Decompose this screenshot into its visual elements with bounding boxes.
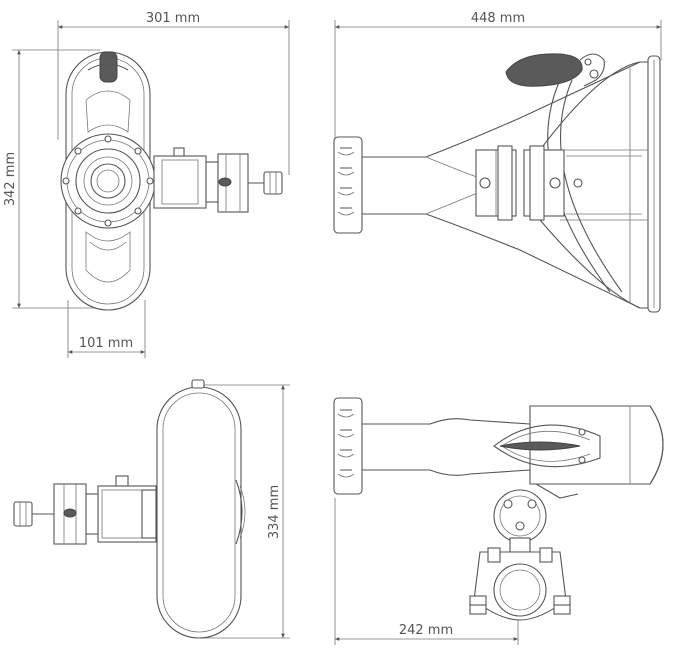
dimension-label-side-length: 448 mm: [471, 11, 525, 26]
dimension-label-top-width: 301 mm: [146, 11, 200, 26]
plan-view: 334 mm: [13, 379, 290, 639]
dimension-base-width: 101 mm: [67, 300, 146, 358]
dimension-label-height: 342 mm: [3, 152, 18, 206]
top-view: 242 mm: [333, 397, 664, 645]
dimension-label-bottom-height: 334 mm: [267, 485, 282, 539]
dimension-bottom-width: 242 mm: [334, 498, 519, 645]
front-view: 301 mm 342 mm 101 mm: [3, 11, 290, 358]
dimension-side-length: 448 mm: [334, 11, 662, 140]
dimension-label-bottom-width: 242 mm: [399, 623, 453, 638]
dimension-bottom-height: 334 mm: [200, 384, 290, 639]
side-view: 448 mm: [333, 11, 662, 313]
dimension-height: 342 mm: [3, 49, 110, 309]
dimension-top-width: 301 mm: [57, 11, 290, 175]
dimension-label-base-width: 101 mm: [79, 336, 133, 351]
